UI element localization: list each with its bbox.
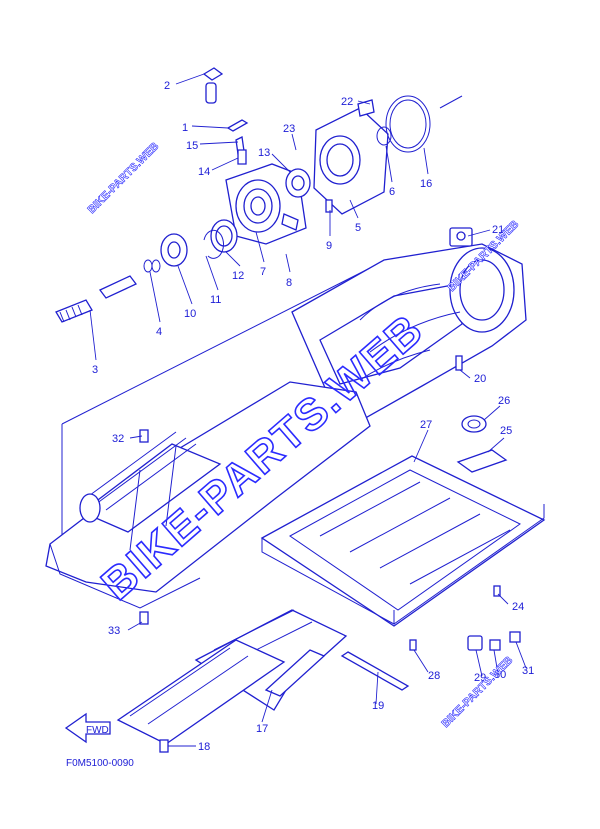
- fin-and-bracket: [116, 609, 410, 753]
- drive-shaft: [55, 275, 138, 323]
- seal-rings: [143, 168, 311, 273]
- callout-10: 10: [184, 308, 196, 320]
- callout-5: 5: [355, 222, 361, 234]
- callout-28: 28: [428, 670, 440, 682]
- watermark-small-bottom-right: BIKE-PARTS.WEB: [440, 654, 516, 730]
- callout-2: 2: [164, 80, 170, 92]
- leader-lines: [89, 73, 527, 747]
- fwd-label: FWD: [86, 725, 109, 736]
- callout-8: 8: [286, 277, 292, 289]
- callout-32: 32: [112, 433, 124, 445]
- jet-pump-body: [291, 227, 527, 421]
- callout-19: 19: [372, 700, 384, 712]
- frame-plate: [260, 415, 546, 651]
- callout-11: 11: [210, 294, 221, 306]
- callout-24: 24: [512, 601, 524, 613]
- callout-6: 6: [389, 186, 395, 198]
- callout-27: 27: [420, 419, 432, 431]
- fwd-arrow: FWD: [64, 712, 111, 744]
- callout-4: 4: [156, 326, 162, 338]
- callout-31: 31: [522, 665, 534, 677]
- callout-9: 9: [326, 240, 332, 252]
- callout-13: 13: [258, 147, 270, 159]
- callout-29: 29: [474, 672, 486, 684]
- callout-18: 18: [198, 741, 210, 753]
- callout-23: 23: [283, 123, 295, 135]
- callout-7: 7: [260, 266, 266, 278]
- callout-1: 1: [182, 122, 188, 134]
- callout-15: 15: [186, 140, 198, 152]
- ride-plate: [45, 381, 371, 625]
- callout-16: 16: [420, 178, 432, 190]
- callout-14: 14: [198, 166, 210, 178]
- callout-21: 21: [492, 224, 504, 236]
- callout-30: 30: [494, 669, 506, 681]
- callout-25: 25: [500, 425, 512, 437]
- figure-code: F0M5100-0090: [66, 758, 134, 769]
- callout-20: 20: [474, 373, 486, 385]
- callout-22: 22: [341, 96, 353, 108]
- callout-17: 17: [256, 723, 268, 735]
- callout-3: 3: [92, 364, 98, 376]
- watermark-small-left: BIKE-PARTS.WEB: [86, 140, 162, 216]
- callout-26: 26: [498, 395, 510, 407]
- callout-labels: 2 1 15 14 22 23 13 6 16 5 9 7 8 12 11 10…: [92, 80, 534, 753]
- callout-33: 33: [108, 625, 120, 637]
- clip-parts: [467, 631, 521, 651]
- callout-12: 12: [232, 270, 244, 282]
- intake-duct: [313, 95, 431, 215]
- pin-group: [202, 67, 249, 165]
